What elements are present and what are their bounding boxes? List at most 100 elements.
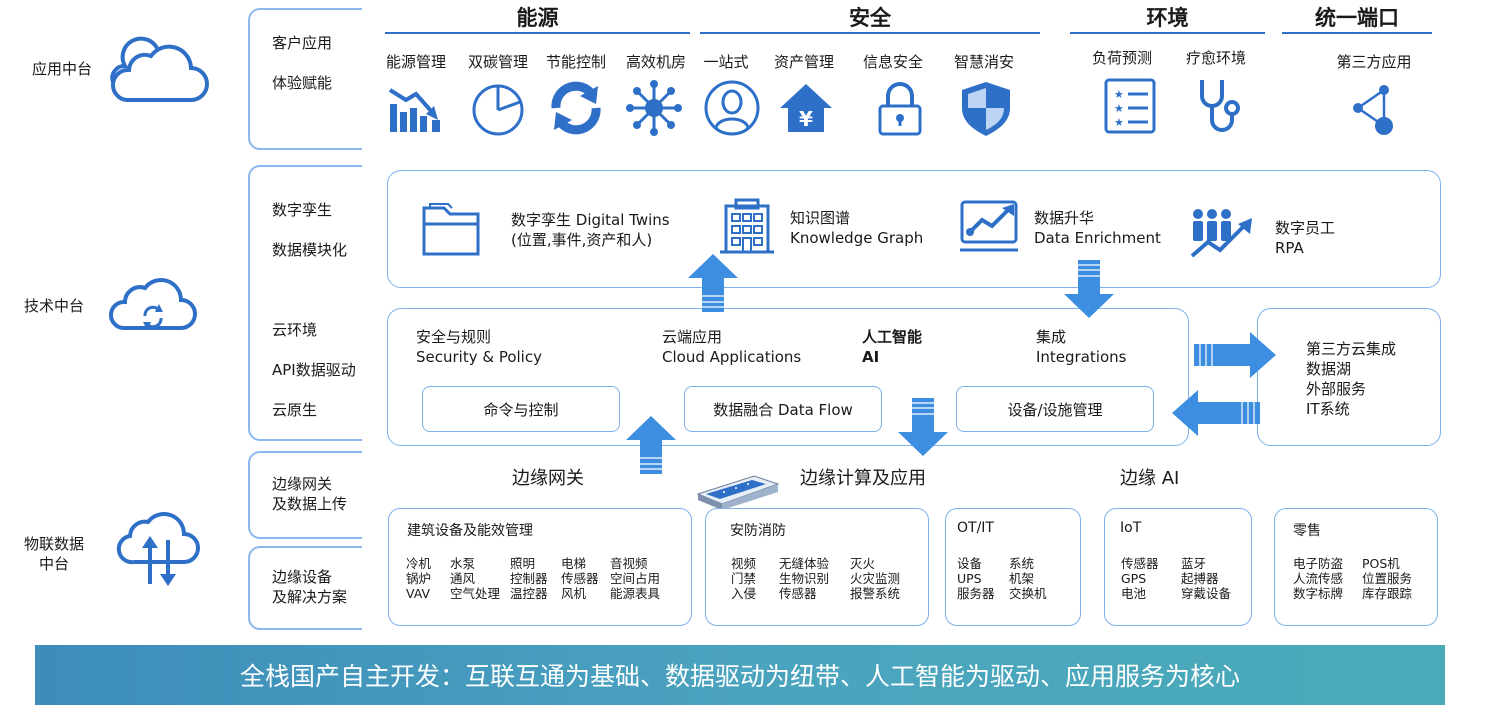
app-label-saving[interactable]: 节能控制 <box>545 53 606 71</box>
lock-icon[interactable] <box>870 78 930 138</box>
bracket-tech-line5: 云原生 <box>272 401 318 419</box>
tier-label-app: 应用中台 <box>32 60 93 78</box>
third-party-panel <box>1257 308 1441 446</box>
third-party-line2: 数据湖 <box>1306 360 1352 378</box>
cloud-item-apps-line1: 云端应用 <box>662 328 723 346</box>
bracket-app-line2: 体验赋能 <box>272 74 333 92</box>
pill-device-facility[interactable]: 设备/设施管理 <box>956 386 1154 432</box>
arrow-up-gateway <box>626 416 676 474</box>
pill-data-flow[interactable]: 数据融合 Data Flow <box>684 386 882 432</box>
section-env: 环境 <box>1146 6 1189 30</box>
cloud-item-security-line1: 安全与规则 <box>416 328 492 346</box>
arrow-up-twins <box>688 254 738 312</box>
app-label-carbon[interactable]: 双碳管理 <box>467 53 528 71</box>
svg-text:★: ★ <box>1114 116 1124 129</box>
edge-box-security-col3: 灭火火灾监测报警系统 <box>850 556 901 601</box>
pie-chart-icon[interactable] <box>468 78 528 138</box>
app-label-infosec[interactable]: 信息安全 <box>862 53 923 71</box>
section-safety-line <box>700 32 1040 34</box>
bracket-tech-line3: 云环境 <box>272 321 318 339</box>
bottom-banner: 全栈国产自主开发：互联互通为基础、数据驱动为纽带、人工智能为驱动、应用服务为核心 <box>35 645 1445 705</box>
section-env-line <box>1070 32 1265 34</box>
edge-box-retail-title: 零售 <box>1293 523 1321 539</box>
section-port-line <box>1282 32 1432 34</box>
shield-icon[interactable] <box>956 78 1016 138</box>
share-icon[interactable] <box>1344 78 1404 138</box>
app-label-load[interactable]: 负荷预测 <box>1091 49 1152 67</box>
gateway-device-icon <box>696 475 780 510</box>
refresh-icon[interactable] <box>546 78 606 138</box>
bracket-tech-line2: 数据模块化 <box>272 241 348 259</box>
svg-text:★: ★ <box>1114 88 1124 101</box>
edge-box-building <box>388 508 692 626</box>
app-label-thirdparty[interactable]: 第三方应用 <box>1336 53 1412 71</box>
cloud-item-security-line2: Security & Policy <box>416 348 542 366</box>
edge-box-otit <box>945 508 1081 626</box>
bracket-gateway-line2: 及数据上传 <box>272 495 348 513</box>
edge-box-building-col5: 音视频空间占用能源表具 <box>610 556 661 601</box>
edge-box-security <box>705 508 929 626</box>
tier-label-tech: 技术中台 <box>24 297 85 315</box>
app-label-fire[interactable]: 智慧消安 <box>953 53 1014 71</box>
bracket-tech-line4: API数据驱动 <box>272 361 356 379</box>
edge-box-security-col2: 无缝体验生物识别传感器 <box>779 556 830 601</box>
bracket-device-line2: 及解决方案 <box>272 588 348 606</box>
edge-box-otit-col2: 系统机架交换机 <box>1009 556 1047 601</box>
twins-item-4-line1: 数字员工 <box>1275 219 1336 237</box>
cloud-sync-icon <box>109 278 197 330</box>
app-label-healing[interactable]: 疗愈环境 <box>1185 49 1246 67</box>
cloud-item-ai-line1: 人工智能 <box>862 328 923 346</box>
pill-command-control[interactable]: 命令与控制 <box>422 386 620 432</box>
user-icon[interactable] <box>702 78 762 138</box>
bracket-gateway <box>248 451 362 539</box>
arrow-down-edge <box>898 398 948 456</box>
bracket-gateway-line1: 边缘网关 <box>272 475 333 493</box>
edge-box-retail-col1: 电子防盗人流传感数字标牌 <box>1293 556 1344 601</box>
section-safety: 安全 <box>849 6 891 30</box>
edge-box-retail <box>1274 508 1438 626</box>
house-yen-icon[interactable]: ¥ <box>776 78 836 138</box>
app-label-onestop[interactable]: 一站式 <box>703 53 749 71</box>
edge-box-otit-title: OT/IT <box>957 520 994 536</box>
arrow-down-enrichment <box>1064 260 1114 318</box>
third-party-line1: 第三方云集成 <box>1306 340 1397 358</box>
bracket-tech-line1: 数字孪生 <box>272 201 333 219</box>
twins-item-3-line2: Data Enrichment <box>1034 229 1161 247</box>
edge-box-building-title: 建筑设备及能效管理 <box>407 523 533 539</box>
edge-box-building-col3: 照明控制器温控器 <box>510 556 548 601</box>
twins-item-1-line2: (位置,事件,资产和人) <box>511 231 653 249</box>
section-port: 统一端口 <box>1315 6 1399 30</box>
section-energy: 能源 <box>516 6 559 30</box>
bracket-tech <box>248 165 362 441</box>
bracket-device <box>248 546 362 630</box>
app-label-asset[interactable]: 资产管理 <box>773 53 834 71</box>
cloud-item-integrations-line2: Integrations <box>1036 348 1127 366</box>
edge-box-building-col4: 电梯传感器风机 <box>561 556 599 601</box>
svg-text:★: ★ <box>1114 102 1124 115</box>
arrow-right-thirdparty <box>1194 332 1276 378</box>
stethoscope-icon[interactable] <box>1190 76 1250 136</box>
app-label-energy-mgmt[interactable]: 能源管理 <box>385 53 446 71</box>
edge-box-retail-col2: POS机位置服务库存跟踪 <box>1362 556 1413 601</box>
twins-item-2-line1: 知识图谱 <box>790 209 851 227</box>
network-node-icon[interactable] <box>624 78 684 138</box>
third-party-line3: 外部服务 <box>1306 380 1367 398</box>
edge-head-compute: 边缘计算及应用 <box>800 468 926 489</box>
building-icon <box>720 198 774 254</box>
cloud-item-ai-line2: AI <box>862 348 880 366</box>
energy-chart-icon[interactable] <box>386 78 446 138</box>
edge-box-iot <box>1104 508 1252 626</box>
cloud-item-apps-line2: Cloud Applications <box>662 348 802 366</box>
checklist-icon[interactable]: ★ ★ ★ <box>1100 76 1160 136</box>
edge-box-security-col1: 视频门禁入侵 <box>731 556 757 601</box>
folder-icon <box>422 203 480 256</box>
trend-chart-icon <box>960 200 1018 252</box>
app-label-datacenter[interactable]: 高效机房 <box>625 53 686 71</box>
bracket-app <box>248 8 362 150</box>
edge-head-ai: 边缘 AI <box>1120 468 1180 489</box>
twins-item-1-line1: 数字孪生 Digital Twins <box>511 211 670 229</box>
third-party-line4: IT系统 <box>1306 400 1350 418</box>
